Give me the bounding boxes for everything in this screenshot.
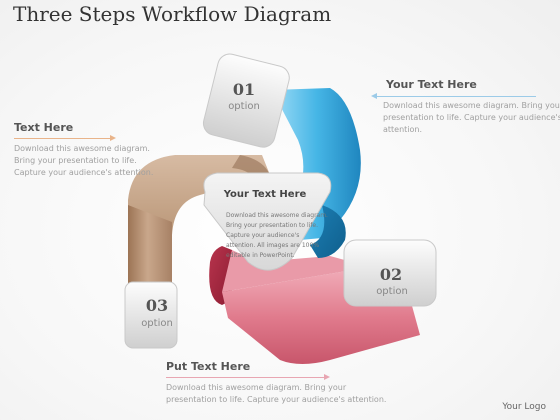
callout-line: presentation to life. Capture your audie…: [383, 113, 560, 122]
callout-line: Capture your audience's attention.: [14, 168, 154, 177]
callout-line: Download this awesome diagram.: [14, 144, 150, 153]
center-line: Capture your audience's: [226, 232, 300, 239]
center-line: Bring your presentation to life.: [226, 222, 319, 229]
callout-line: attention.: [383, 125, 423, 134]
callout-line: Download this awesome diagram. Bring you…: [166, 383, 347, 392]
step-03-label: option: [141, 318, 173, 329]
callout-bottom-body: Download this awesome diagram. Bring you…: [166, 382, 386, 406]
logo-text: Your Logo: [502, 402, 546, 412]
center-line: attention. All images are 100%: [226, 242, 320, 249]
callout-top-right-heading: Your Text Here: [386, 78, 477, 91]
callout-bottom-heading: Put Text Here: [166, 360, 251, 373]
callout-left-arrow-icon: [110, 135, 116, 141]
center-title: Your Text Here: [223, 189, 307, 200]
step-01-number: 01: [232, 80, 256, 99]
step-02-label: option: [376, 286, 408, 297]
step-01-label: option: [228, 101, 260, 112]
step-03-number: 03: [145, 296, 169, 315]
callout-left-rule: [14, 138, 110, 139]
center-body: Download this awesome diagram. Bring you…: [226, 211, 328, 261]
step-card-02: [343, 239, 437, 307]
slide-title: Three Steps Workflow Diagram: [13, 2, 332, 26]
callout-top-right-arrow-icon: [371, 93, 377, 99]
callout-line: Download this awesome diagram. Bring you…: [383, 101, 560, 110]
callout-bottom-rule: [166, 377, 324, 378]
callout-top-right-rule: [376, 96, 536, 97]
step-card-03: [124, 281, 178, 349]
center-line: Download this awesome diagram.: [226, 212, 328, 219]
callout-line: presentation to life. Capture your audie…: [166, 395, 387, 404]
callout-top-right-body: Download this awesome diagram. Bring you…: [383, 100, 560, 136]
step-card-01: [202, 53, 290, 148]
callout-line: Bring your presentation to life.: [14, 156, 137, 165]
callout-left-heading: Text Here: [14, 121, 74, 134]
center-line: editable in PowerPoint.: [226, 252, 295, 259]
step-02-number: 02: [379, 265, 403, 284]
callout-left-body: Download this awesome diagram. Bring you…: [14, 143, 153, 179]
callout-bottom-arrow-icon: [324, 374, 330, 380]
center-text-panel: [203, 172, 332, 271]
ribbon-step-01: [272, 88, 361, 258]
